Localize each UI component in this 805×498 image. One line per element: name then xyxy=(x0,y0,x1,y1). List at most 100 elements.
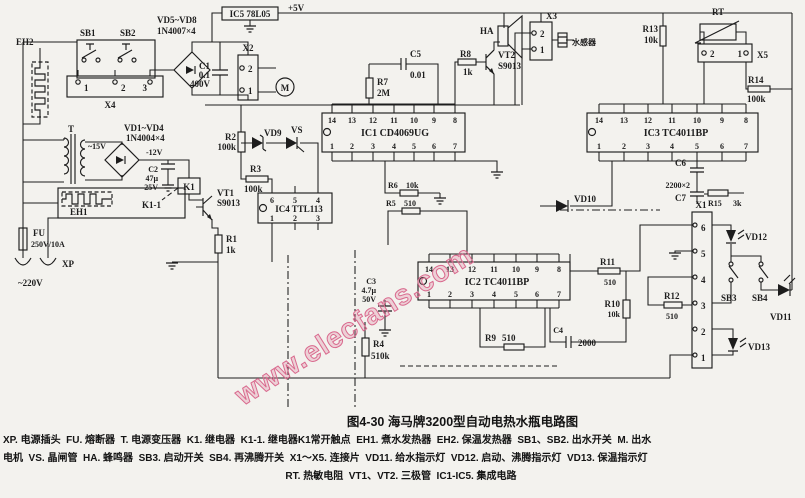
vt1-type: S9013 xyxy=(217,198,241,208)
c1-value: 0.1 xyxy=(199,70,211,80)
vd12-led xyxy=(726,230,736,242)
connector-x4: 1 2 3 X4 xyxy=(66,75,164,110)
power-plug-xp: XP ~220V xyxy=(14,257,74,288)
dc12-label: -12V xyxy=(146,148,163,157)
ic2-box xyxy=(417,261,571,301)
resistor-r10 xyxy=(622,299,631,319)
ic4-pin-b0: 1 xyxy=(270,214,274,223)
bridge2-diode-icon xyxy=(116,156,124,164)
ic1-pt1: 13 xyxy=(348,116,356,125)
lower-parts: C3 4.7μ 50V R4 510k R9 510 C4 2000 R10 1… xyxy=(361,257,680,361)
vd5-8-type: 1N4007×4 xyxy=(157,26,196,36)
r11-label: R11 xyxy=(600,257,616,267)
ic4-pin-b1: 2 xyxy=(293,214,297,223)
r14-label: R14 xyxy=(748,75,764,85)
x2-pin2: 2 xyxy=(248,64,253,74)
figure-title: 图4-30 海马牌3200型自动电热水瓶电路图 xyxy=(346,415,579,429)
ic3-pt2: 12 xyxy=(644,116,652,125)
x2-pin1: 1 xyxy=(248,86,253,96)
resistor-r3 xyxy=(245,175,269,183)
sb1-label: SB1 xyxy=(80,28,96,38)
c5-label: C5 xyxy=(410,49,421,59)
vs-bar xyxy=(296,137,305,153)
x4-pin3-dot xyxy=(147,79,153,85)
circuit-diagram: EH2 SB1 SB2 1 2 3 X4 VD5~VD8 1N4007×4 IC… xyxy=(14,3,796,412)
osc-parts: R7 2M C5 0.01 R8 1k VT2 S9013 HA xyxy=(377,14,523,98)
r6-value: 10k xyxy=(406,181,419,190)
k1-1-label: K1-1 xyxy=(142,200,161,210)
ic3-pb2: 3 xyxy=(646,142,650,151)
x4-pin2-dot xyxy=(112,79,118,85)
motor-circle xyxy=(275,77,295,97)
bridge1-diode-icon xyxy=(186,66,194,74)
x1-pin3: 3 xyxy=(701,301,706,311)
legend-line-1: XP. 电源插头 FU. 熔断器 T. 电源变压器 K1. 继电器 K1-1. … xyxy=(3,435,652,446)
r1-value: 1k xyxy=(226,245,236,255)
r8-value: 1k xyxy=(463,67,473,77)
mid-parts: R6 10k R5 510 VD10 xyxy=(386,181,596,212)
ic4-pin-t0: 6 xyxy=(270,196,274,205)
c3-label: C3 xyxy=(366,277,376,286)
x5-label: X5 xyxy=(757,50,768,60)
ic3-pt4: 10 xyxy=(693,116,701,125)
ic2-label: IC2 TC4011BP xyxy=(465,277,530,288)
ac220-label: ~220V xyxy=(18,278,43,288)
r5-label: R5 xyxy=(386,199,396,208)
vs-thyristor xyxy=(286,137,297,149)
x2-box xyxy=(237,54,259,101)
resistor-r12 xyxy=(663,301,683,309)
r4-label: R4 xyxy=(373,339,384,349)
resistor-r6 xyxy=(399,189,419,197)
x4-pin3: 3 xyxy=(143,83,148,93)
x4-pin1-dot xyxy=(75,79,81,85)
chain-boundary-lines xyxy=(287,209,660,410)
c4-label: C4 xyxy=(553,326,563,335)
x1-pin6-dot xyxy=(692,222,698,228)
ic3-pb6: 7 xyxy=(744,142,748,151)
legend-line-2: 电机 VS. 晶闸管 HA. 蜂鸣器 SB3. 启动开关 SB4. 再沸腾开关 … xyxy=(3,453,648,464)
x5-pin2-dot xyxy=(701,50,707,56)
plus5v-label: +5V xyxy=(288,3,305,13)
ic4-notch xyxy=(258,203,268,213)
c2-value: 47μ xyxy=(145,174,158,183)
c2-label: C2 xyxy=(148,165,158,174)
r2-value: 100k xyxy=(217,142,236,152)
relay-contact-unit: EH1 K1-1 xyxy=(57,187,186,219)
r7-label: R7 xyxy=(377,77,388,87)
ic3-notch xyxy=(587,127,597,137)
x1-pin1-dot xyxy=(692,352,698,358)
x3-pin2: 2 xyxy=(540,29,545,39)
ic2-notch xyxy=(418,276,428,286)
ic2-pb0: 1 xyxy=(427,290,431,299)
c6-value: 2200×2 xyxy=(665,181,690,190)
x1-box xyxy=(691,211,713,369)
outlet-switches: SB1 SB2 xyxy=(76,28,156,79)
eh2-element xyxy=(34,62,46,117)
ic1-pt3: 11 xyxy=(390,116,398,125)
vt1-label: VT1 xyxy=(217,188,235,198)
r6-label: R6 xyxy=(388,181,398,190)
rt-label: RT xyxy=(712,7,724,17)
resistor-r4 xyxy=(361,337,370,357)
ic1-pb6: 7 xyxy=(453,142,457,151)
vt2-type: S9013 xyxy=(498,61,522,71)
sb2-contact2 xyxy=(131,57,137,63)
r3-value: 100k xyxy=(244,184,263,194)
vt1-emitter-arrow xyxy=(207,214,212,220)
sb2-lever xyxy=(117,43,133,59)
x2-label: X2 xyxy=(243,43,254,53)
x5-box xyxy=(697,43,753,63)
switch-box xyxy=(76,39,156,79)
ic3-pb0: 1 xyxy=(597,142,601,151)
ic3-pt0: 14 xyxy=(595,116,603,125)
ic1-pb4: 5 xyxy=(412,142,416,151)
connector-x2: 2 1 X2 xyxy=(237,43,259,101)
eh2-heater: EH2 xyxy=(16,37,49,118)
c7-label: C7 xyxy=(675,193,686,203)
resistor-r5 xyxy=(401,207,421,215)
r11-value: 510 xyxy=(604,278,616,287)
eh1-label: EH1 xyxy=(70,207,88,217)
water-sensor-label: 水感器 xyxy=(571,37,597,47)
sb1-lever xyxy=(81,43,97,59)
